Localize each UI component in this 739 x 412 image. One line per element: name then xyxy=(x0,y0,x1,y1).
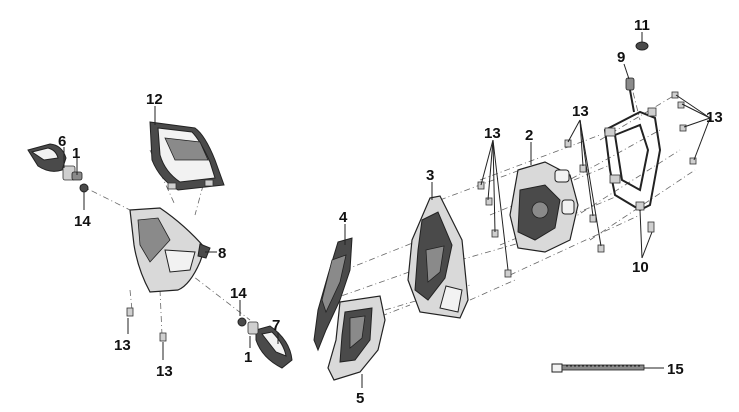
part-8-front-cover xyxy=(129,207,211,293)
callout-labels: 6 1 14 12 8 14 1 7 13 13 4 5 3 2 13 13 1… xyxy=(58,17,723,407)
part-13-screws-middle xyxy=(477,139,605,278)
callout-13-a: 13 xyxy=(114,337,131,354)
callout-4: 4 xyxy=(339,209,348,226)
callout-1-right: 1 xyxy=(244,349,252,366)
part-11-cap xyxy=(635,41,649,51)
callout-14-right: 14 xyxy=(230,285,247,302)
callout-3: 3 xyxy=(426,167,434,184)
part-14-left-grommet xyxy=(79,183,89,193)
callout-13-e: 13 xyxy=(706,109,723,126)
part-12-instrument-cluster xyxy=(149,121,225,191)
callout-2: 2 xyxy=(525,127,533,144)
part-2-inner-assembly xyxy=(509,161,579,253)
part-6-left-turn-signal xyxy=(27,143,83,181)
callout-13-b: 13 xyxy=(156,363,173,380)
part-7-right-turn-signal xyxy=(247,321,293,369)
callout-13-c: 13 xyxy=(484,125,501,142)
leader-lines xyxy=(63,32,711,388)
alignment-lines xyxy=(79,79,696,336)
part-10-frame-bracket xyxy=(603,107,662,233)
part-9-bolt xyxy=(625,77,635,113)
callout-14-left: 14 xyxy=(74,213,91,230)
callout-12: 12 xyxy=(146,91,163,108)
callout-8: 8 xyxy=(218,245,226,262)
part-3-center-panel xyxy=(407,195,469,319)
callout-10: 10 xyxy=(632,259,649,276)
part-15-cable-tie xyxy=(551,363,645,373)
part-5-lower-cover xyxy=(327,295,386,381)
part-4-side-panel xyxy=(313,237,353,352)
part-13-screws-lower-left xyxy=(126,307,167,342)
callout-11: 11 xyxy=(634,17,650,34)
callout-9: 9 xyxy=(617,49,625,66)
callout-15: 15 xyxy=(667,361,684,378)
part-13-screws-right xyxy=(671,91,697,165)
callout-6: 6 xyxy=(58,133,66,150)
callout-13-d: 13 xyxy=(572,103,589,120)
part-14-right-grommet xyxy=(237,317,247,327)
callout-5: 5 xyxy=(356,390,364,407)
callout-7: 7 xyxy=(272,317,280,334)
callout-1-left: 1 xyxy=(72,145,80,162)
